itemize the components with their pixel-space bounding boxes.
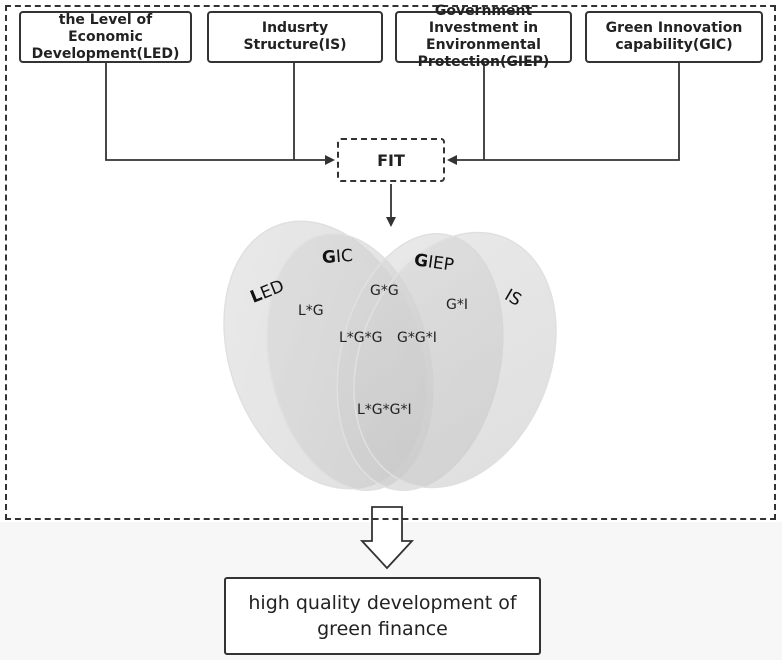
venn-label-l-g: L*G	[298, 303, 324, 319]
factor-box-is: Indusrty Structure(IS)	[207, 11, 383, 63]
connector-lines	[105, 63, 680, 227]
fit-box: FIT	[337, 138, 445, 182]
venn-ellipse-is	[353, 231, 557, 489]
venn-label-gic: GIC	[321, 246, 353, 268]
factor-label-led: the Level of Economic Development(LED)	[31, 11, 180, 62]
fit-label: FIT	[377, 150, 405, 170]
venn-label-gic-rest: IC	[335, 245, 354, 268]
venn-label-gic-initial: G	[321, 247, 337, 269]
factor-label-giep: Government Investment in Environmental P…	[417, 3, 550, 70]
hollow-down-arrow-icon	[359, 506, 415, 570]
venn-label-giep-rest: IEP	[426, 252, 456, 276]
venn-label-l-g-g: L*G*G	[339, 330, 383, 346]
connector-gic	[447, 63, 680, 165]
outcome-label: high quality development of green financ…	[248, 592, 517, 640]
factor-label-gic: Green Innovation capability(GIC)	[605, 20, 743, 53]
venn-label-g-i: G*I	[446, 297, 468, 313]
factor-label-is: Indusrty Structure(IS)	[243, 20, 347, 53]
venn-label-g-g: G*G	[370, 283, 399, 299]
connector-led	[105, 63, 335, 165]
venn-diagram	[223, 220, 557, 491]
outcome-box: high quality development of green financ…	[224, 577, 541, 655]
factor-box-gic: Green Innovation capability(GIC)	[585, 11, 763, 63]
venn-label-l-g-g-i: L*G*G*I	[357, 402, 412, 418]
factor-box-giep: Government Investment in Environmental P…	[395, 3, 572, 70]
factor-box-led: the Level of Economic Development(LED)	[19, 11, 192, 63]
factors-frame	[5, 5, 776, 520]
venn-label-g-g-i: G*G*I	[397, 330, 437, 346]
